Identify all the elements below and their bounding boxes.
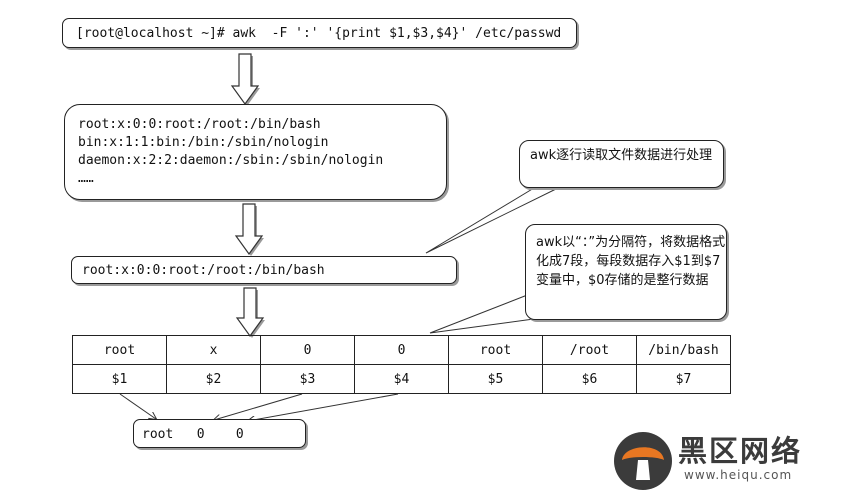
watermark-title: 黑区网络 [678,434,803,468]
field-value-cell: /root [542,335,637,365]
field-variable-cell: $1 [72,364,167,394]
result-box: root 0 0 [133,419,306,448]
field-values-row: root x 0 0 root /root /bin/bash [72,335,731,365]
field-variable-cell: $2 [166,364,261,394]
flow-arrow-1 [230,53,260,106]
file-line: daemon:x:2:2:daemon:/sbin:/sbin/nologin [78,153,384,168]
mushroom-logo-icon [614,432,672,490]
flow-arrow-2 [234,203,264,256]
field-value-cell: root [72,335,167,365]
field-value-cell: 0 [260,335,355,365]
field-variables-row: $1 $2 $3 $4 $5 $6 $7 [72,364,731,394]
file-line: root:x:0:0:root:/root:/bin/bash [78,117,321,132]
file-line-ellipsis: …… [78,171,94,186]
result-text: root 0 0 [142,427,244,442]
current-row-text: root:x:0:0:root:/root:/bin/bash [82,263,325,278]
field-variable-cell: $5 [448,364,543,394]
field-table: root x 0 0 root /root /bin/bash $1 $2 $3… [72,335,731,394]
callout-pointer-1 [425,187,559,254]
flow-arrow-3 [235,287,265,338]
field-value-cell: 0 [354,335,449,365]
command-text: [root@localhost ~]# awk -F ':' '{print $… [76,26,562,41]
field-variable-cell: $6 [542,364,637,394]
field-variable-cell: $7 [636,364,731,394]
callout-split-text: awk以“：”为分隔符，将数据格式化成7段，每段数据存入$1到$7变量中，$0存… [536,235,726,288]
watermark: 黑区网络 www.heiqu.com [612,428,844,495]
field-variable-cell: $4 [354,364,449,394]
field-variable-cell: $3 [260,364,355,394]
watermark-url: www.heiqu.com [684,468,793,482]
callout-field-split: awk以“：”为分隔符，将数据格式化成7段，每段数据存入$1到$7变量中，$0存… [525,224,727,320]
current-row-box: root:x:0:0:root:/root:/bin/bash [71,256,457,284]
field-value-cell: /bin/bash [636,335,731,365]
field-value-cell: root [448,335,543,365]
callout-read-lines: awk逐行读取文件数据进行处理 [519,140,724,188]
field-mapping-arrows [119,393,399,421]
command-box: [root@localhost ~]# awk -F ':' '{print $… [62,18,577,48]
field-value-cell: x [166,335,261,365]
file-contents-box: root:x:0:0:root:/root:/bin/bash bin:x:1:… [64,104,447,200]
callout-read-text: awk逐行读取文件数据进行处理 [530,148,713,163]
callout-pointer-2 [429,291,542,334]
file-line: bin:x:1:1:bin:/bin:/sbin/nologin [78,135,329,150]
